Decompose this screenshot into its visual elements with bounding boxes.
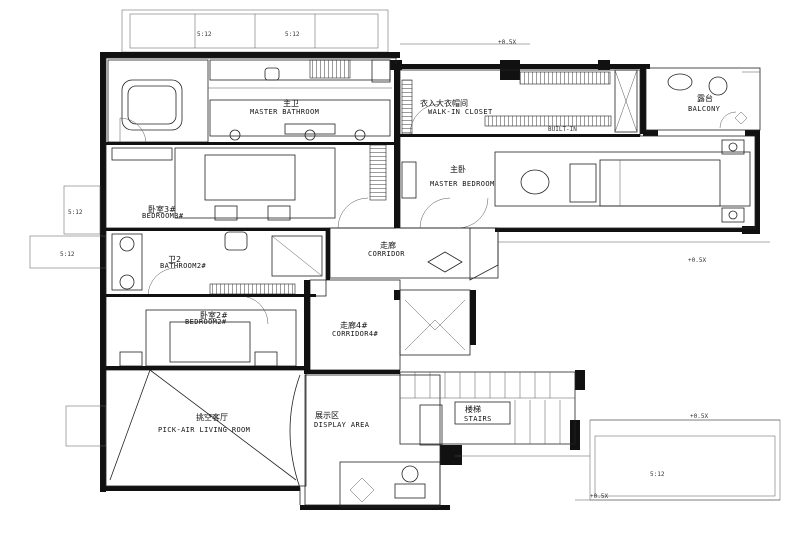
stairs: 楼梯 STAIRS (399, 371, 576, 446)
corridor-4: 走廊4# CORRIDOR4# (309, 279, 471, 371)
room-label-cn: 楼梯 (465, 404, 481, 414)
interior-walls (106, 64, 640, 374)
room-label-cn: 走廊 (380, 240, 396, 250)
room-label: WALK-IN CLOSET (428, 108, 493, 116)
room-label: STAIRS (464, 415, 492, 423)
room-label-cn: 挑空客厅 (196, 412, 228, 422)
dim-label: 5:12 (285, 31, 300, 38)
level-label: +0.5X (498, 39, 516, 46)
outer-walls (100, 52, 760, 510)
room-label-cn: 主卧 (450, 164, 466, 174)
room-label-cn: 卧室2# (200, 310, 228, 320)
room-label: MASTER BATHROOM (250, 108, 319, 116)
walk-in-closet: 衣入大衣帽间 WALK-IN CLOSET BUILT-IN (399, 69, 641, 137)
bedroom-3: 卧室3# BEDROOM3# 5:12 (63, 143, 397, 235)
level-label: +0.5X (690, 413, 708, 420)
room-label: PICK-AIR LIVING ROOM (158, 426, 250, 434)
room-label: BEDROOM2# (185, 318, 227, 326)
room-label: DISPLAY AREA (314, 421, 370, 429)
built-in-label: BUILT-IN (548, 126, 577, 133)
room-label-cn: 走廊4# (340, 320, 368, 330)
room-label: CORRIDOR4# (332, 330, 379, 338)
lower-terrace: 5:12 +0.5X +0.5X (455, 413, 781, 501)
room-label: CORRIDOR (368, 250, 405, 258)
room-label-cn: 卧室3# (148, 204, 176, 214)
master-bedroom: 主卧 MASTER BEDROOM (369, 135, 756, 229)
corridor: 走廊 CORRIDOR +0.5X (329, 227, 770, 281)
room-label-cn: 衣入大衣帽间 (420, 98, 468, 108)
balcony: 露台 BALCONY (645, 67, 761, 131)
top-balcony: 5:12 5:12 +0.5X (121, 9, 530, 53)
room-label-cn: 展示区 (315, 411, 339, 420)
room-label-cn: 露台 (697, 93, 713, 103)
bathroom-2: 卫2 BATHROOM2# 5:12 (29, 229, 327, 297)
room-label: MASTER BEDROOM (430, 180, 495, 188)
level-label: +0.5X (590, 493, 608, 500)
room-label: BEDROOM3# (142, 212, 184, 220)
dim-label: 5:12 (60, 251, 75, 258)
room-label-cn: 卫2 (168, 255, 181, 264)
bedroom-2: 卧室2# BEDROOM2# (105, 295, 307, 369)
dim-label: 5:12 (197, 31, 212, 38)
display-area: 展示区 DISPLAY AREA (289, 374, 441, 508)
room-label: BALCONY (688, 105, 721, 113)
room-label: BATHROOM2# (160, 262, 207, 270)
dim-label: 5:12 (650, 471, 665, 478)
master-bathroom: 主卫 MASTER BATHROOM (105, 57, 397, 145)
room-label-cn: 主卫 (283, 98, 299, 108)
dim-label: 5:12 (68, 209, 83, 216)
level-label: +0.5X (688, 257, 706, 264)
